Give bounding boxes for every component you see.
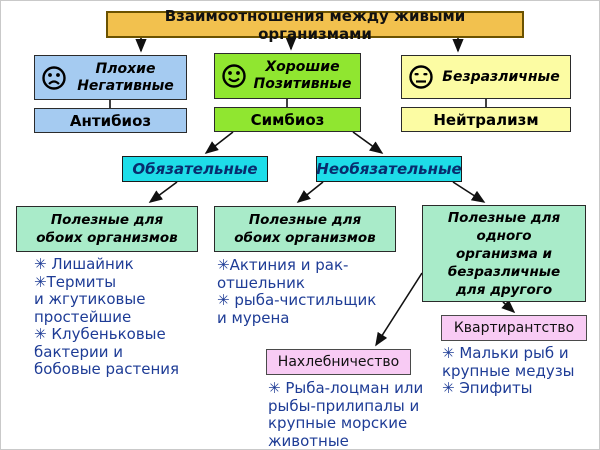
antibiosis-box: Антибиоз [34,108,187,133]
neutral-relations-box: Безразличные [401,55,571,99]
facultative-type-box: Необязательные [316,156,462,182]
obligate-type-box: Обязательные [122,156,268,182]
neutralism-box: Нейтрализм [401,107,571,132]
neutral-face-icon [406,63,436,91]
tenancy-box: Квартирантство [441,315,587,341]
symbiosis-box: Симбиоз [214,107,361,132]
happy-face-icon [219,62,249,90]
diagram-title: Взаимоотношения между живыми организмами [106,7,524,43]
commensalism-box: Нахлебничество [266,349,411,375]
neutral-relations-label: Безразличные [442,68,560,85]
sad-face-icon [39,64,69,92]
facultative-examples-list: ✳Актиния и рак-отшельник✳ рыба-чистильщи… [217,256,377,327]
